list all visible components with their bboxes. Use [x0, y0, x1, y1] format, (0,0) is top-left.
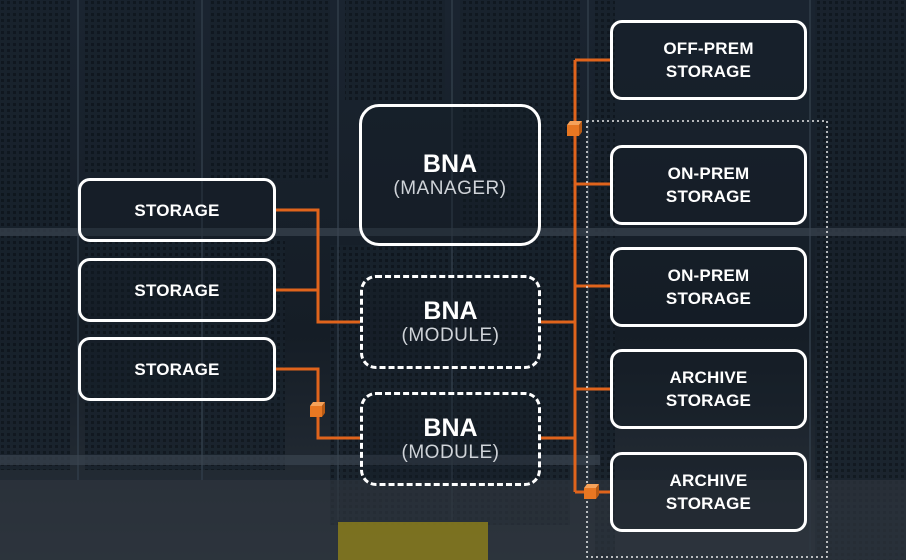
source-storage-box[interactable]: STORAGE [78, 337, 276, 401]
on-prem-boundary [586, 120, 828, 558]
cube-icon [310, 402, 325, 417]
source-storage-box[interactable]: STORAGE [78, 178, 276, 242]
archive-storage-box[interactable]: ARCHIVE STORAGE [610, 452, 807, 532]
bna-module-box[interactable]: BNA (MODULE) [360, 275, 541, 369]
source-storage-label: STORAGE [134, 359, 220, 379]
bna-manager-subtitle: (MANAGER) [393, 178, 507, 199]
cube-icon [567, 121, 582, 136]
source-storage-label: STORAGE [134, 200, 220, 220]
source-storage-label: STORAGE [134, 280, 220, 300]
bna-module-subtitle: (MODULE) [401, 442, 500, 463]
bna-module-title: BNA [423, 414, 478, 442]
target-line2: STORAGE [665, 391, 752, 410]
target-line1: ARCHIVE [669, 368, 748, 387]
bna-manager-title: BNA [422, 150, 478, 178]
target-line2: STORAGE [665, 187, 752, 206]
on-prem-storage-box[interactable]: ON-PREM STORAGE [610, 145, 807, 225]
connector-source1-module1 [276, 208, 360, 324]
target-line2: STORAGE [665, 62, 752, 81]
target-line1: ARCHIVE [669, 471, 748, 490]
off-prem-storage-box[interactable]: OFF-PREM STORAGE [610, 20, 807, 100]
source-storage-box[interactable]: STORAGE [78, 258, 276, 322]
target-line1: ON-PREM [667, 164, 750, 183]
target-line1: ON-PREM [667, 266, 750, 285]
target-line2: STORAGE [665, 289, 752, 308]
bna-module-title: BNA [423, 297, 478, 325]
target-line2: STORAGE [665, 494, 752, 513]
target-line1: OFF-PREM [663, 39, 754, 58]
bna-module-box[interactable]: BNA (MODULE) [360, 392, 541, 486]
bna-manager-box[interactable]: BNA (MANAGER) [359, 104, 541, 246]
on-prem-storage-box[interactable]: ON-PREM STORAGE [610, 247, 807, 327]
bna-module-subtitle: (MODULE) [401, 325, 500, 346]
cube-icon [584, 484, 599, 499]
archive-storage-box[interactable]: ARCHIVE STORAGE [610, 349, 807, 429]
